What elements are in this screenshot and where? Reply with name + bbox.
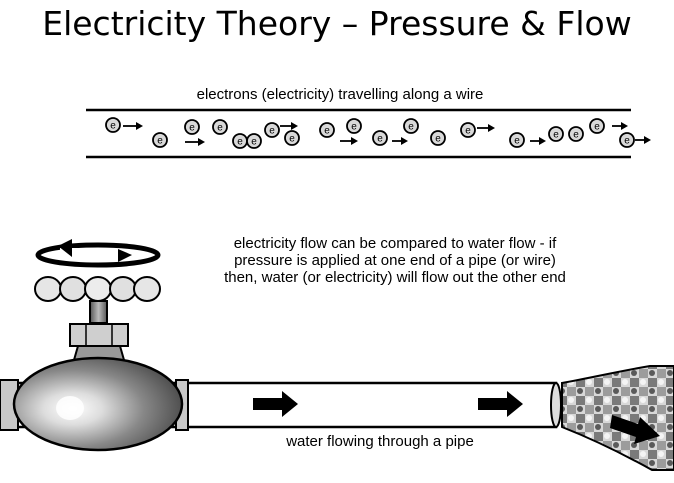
slide-title: Electricity Theory – Pressure & Flow: [42, 4, 632, 43]
electron-arrowhead-icon: [488, 124, 495, 132]
electron-label: e: [289, 134, 295, 145]
electron: [430, 130, 446, 146]
electron: [460, 122, 476, 138]
electron-label: e: [269, 126, 275, 137]
electron: [212, 119, 228, 135]
electron-arrowhead-icon: [136, 122, 143, 130]
valve-handle: [34, 276, 161, 302]
electron: [264, 122, 280, 138]
electron-label: e: [237, 137, 243, 148]
electron-label: e: [189, 123, 195, 134]
electron: [152, 132, 168, 148]
electron: [319, 122, 335, 138]
electron: [568, 126, 584, 142]
electron-label: e: [624, 136, 630, 147]
electron-arrowhead-icon: [351, 137, 358, 145]
electron: [619, 132, 635, 148]
analogy-line-2: pressure is applied at one end of a pipe…: [234, 252, 556, 269]
electron-arrowhead-icon: [539, 137, 546, 145]
electron-label: e: [324, 126, 330, 137]
electron-label: e: [377, 134, 383, 145]
electron: [284, 130, 300, 146]
flow-arrow-icon: [478, 391, 523, 417]
pipe-caption: water flowing through a pipe: [286, 433, 474, 450]
electron-label: e: [514, 136, 520, 147]
electron: [509, 132, 525, 148]
valve-bonnet: [69, 323, 129, 347]
electron-arrowhead-icon: [644, 136, 651, 144]
analogy-line-1: electricity flow can be compared to wate…: [233, 235, 557, 252]
electron-label: e: [465, 126, 471, 137]
electron-arrowhead-icon: [621, 122, 628, 130]
electron-label: e: [435, 134, 441, 145]
wire: [86, 108, 631, 159]
electron-arrowhead-icon: [291, 122, 298, 130]
electron: [105, 117, 121, 133]
electron-label: e: [217, 123, 223, 134]
electron: [372, 130, 388, 146]
electron-label: e: [251, 137, 257, 148]
outflow-arrow-icon: [610, 415, 660, 444]
electron-arrowhead-icon: [401, 137, 408, 145]
electron-label: e: [110, 121, 116, 132]
electron: [403, 118, 419, 134]
electron-label: e: [573, 130, 579, 141]
electron-arrowhead-icon: [198, 138, 205, 146]
rotation-arrow-icon: [35, 239, 161, 268]
electron: [346, 118, 362, 134]
electron: [246, 133, 262, 149]
analogy-text: electricity flow can be compared to wate…: [170, 235, 620, 286]
valve: [34, 239, 161, 361]
electron-label: e: [408, 122, 414, 133]
electron: [184, 119, 200, 135]
electron-label: e: [351, 122, 357, 133]
flow-arrow-icon: [253, 391, 298, 417]
electron-label: e: [553, 130, 559, 141]
analogy-line-3: then, water (or electricity) will flow o…: [224, 269, 566, 286]
electron-label: e: [157, 136, 163, 147]
electron-label: e: [594, 122, 600, 133]
electron: [548, 126, 564, 142]
wire-caption: electrons (electricity) travelling along…: [196, 86, 484, 103]
valve-body: [12, 356, 184, 452]
valve-stem: [89, 300, 108, 324]
electron: [589, 118, 605, 134]
